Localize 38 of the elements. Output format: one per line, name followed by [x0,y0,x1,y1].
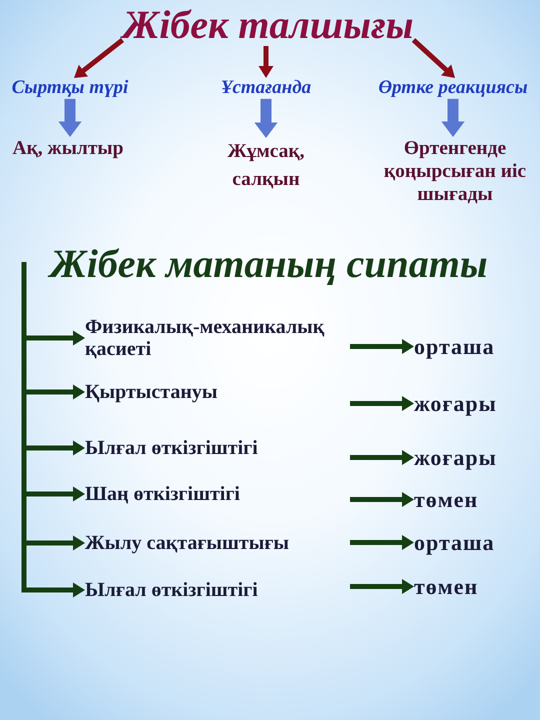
arrow [441,98,465,137]
value-text: төмен [414,575,478,598]
property-text: Физикалық-механикалық қасиеті [85,316,335,360]
arrow [22,448,85,502]
category-text: Ұстағанда [220,78,312,99]
arrow [22,494,85,550]
value-text: жоғары [414,446,497,470]
title-text: Жібек талшығы [122,4,414,46]
arrow [350,579,414,594]
arrow [258,46,274,78]
arrow [350,339,414,354]
category-text: Сыртқы түрі [12,78,128,99]
arrow [22,338,85,400]
result-text: Өртенгенде қоңырсыған иіс шығады [372,137,538,206]
value-text: жоғары [414,392,497,416]
arrow [350,396,414,412]
arrow [22,392,85,456]
property-text: Жылу сақтағыштығы [85,532,290,554]
result-text: Ақ, жылтыр [12,137,124,160]
heading-text: Жібек матаның сипаты [50,241,488,287]
value-text: орташа [414,335,495,358]
arrow [22,543,85,598]
arrow [350,450,414,466]
arrow [58,98,82,137]
arrow [74,38,124,78]
result-text: Жұмсақ, салқын [216,138,316,195]
arrow [412,38,455,78]
property-text: Ылғал өткізгіштігі [85,579,258,601]
property-text: Ылғал өткізгіштігі [85,437,258,459]
value-text: орташа [414,531,495,554]
arrow [350,535,414,550]
value-text: төмен [414,488,478,512]
property-text: Қыртыстануы [85,381,218,403]
arrow [254,98,278,138]
arrow [22,262,85,346]
arrow [350,492,414,508]
property-text: Шаң өткізгіштігі [85,483,240,505]
category-text: Өртке реакциясы [378,78,528,99]
